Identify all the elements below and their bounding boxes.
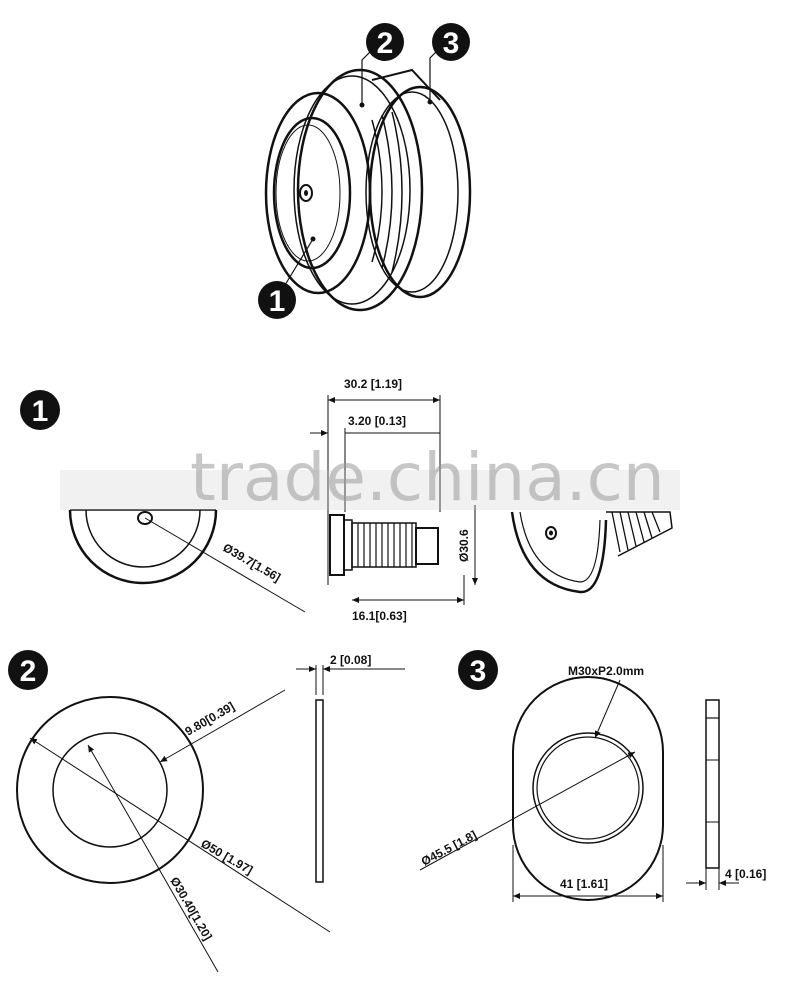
part3-thickness-label: 4 [0.16] — [725, 867, 766, 881]
part2-thickness-label: 2 [0.08] — [330, 653, 371, 667]
badge-3-assembly: 3 — [432, 23, 470, 61]
part2-side-view — [296, 665, 405, 883]
badge-3: 3 — [458, 650, 498, 690]
part3-width-label: 41 [1.61] — [560, 877, 608, 891]
part1-perspective-view — [510, 511, 673, 594]
badge-2-assembly: 2 — [366, 23, 404, 61]
part1-thread-length-label: 16.1[0.63] — [352, 609, 407, 623]
part3-front-view — [419, 676, 664, 902]
part2-width-label: 9.80[0.39] — [183, 699, 237, 738]
part2-outer-dia-label: Ø50 [1.97] — [199, 836, 256, 877]
badge-2: 2 — [8, 650, 48, 690]
svg-text:2: 2 — [20, 655, 37, 688]
svg-text:trade.china.cn: trade.china.cn — [190, 439, 665, 516]
badge-1: 1 — [20, 390, 60, 430]
part1-thread-perspective — [611, 511, 661, 553]
part1-front-view — [68, 509, 306, 613]
assembly-thread — [371, 111, 403, 273]
part2-front-view — [16, 689, 331, 973]
part3-side-view — [686, 699, 739, 890]
badge-1-assembly: 1 — [258, 281, 296, 319]
svg-text:3: 3 — [443, 27, 460, 60]
assembly-view — [264, 47, 472, 312]
svg-text:2: 2 — [377, 27, 394, 60]
part3-dia-label: Ø45.5 [1.8] — [419, 828, 479, 869]
part1-flange-length-label: 3.20 [0.13] — [348, 414, 406, 428]
part1-thread-side — [357, 523, 413, 567]
part1-total-length-label: 30.2 [1.19] — [344, 377, 402, 391]
part1-thread-dia-label: Ø30.6 — [457, 529, 471, 562]
watermark: trade.china.cn — [60, 439, 680, 516]
part1-dia-label: Ø39.7[1.56] — [221, 540, 283, 584]
part2-inner-dia-label: Ø30.40[1.20] — [167, 875, 214, 943]
svg-text:3: 3 — [470, 655, 487, 688]
part3-thread-label: M30xP2.0mm — [568, 664, 644, 678]
svg-text:1: 1 — [269, 285, 286, 318]
part1-side-view — [310, 395, 478, 605]
svg-text:1: 1 — [32, 395, 49, 428]
